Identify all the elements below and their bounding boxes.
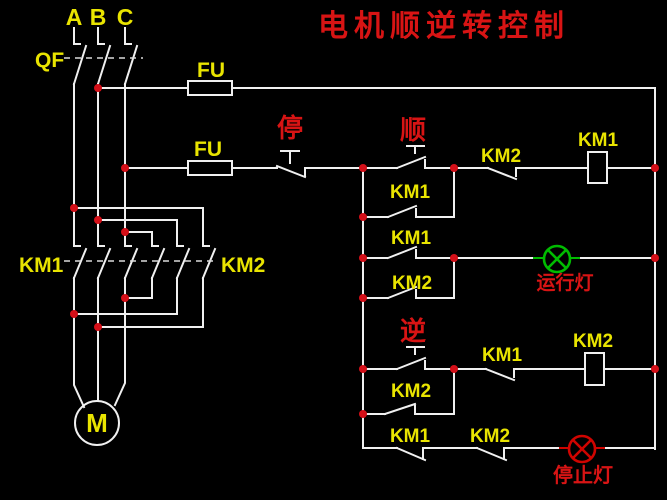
forward-button-label: 顺 <box>400 115 426 145</box>
run-lamp-cross <box>547 249 567 269</box>
stop-button-symbol <box>275 150 398 179</box>
stop-button-label: 停 <box>277 113 303 143</box>
forward-button-symbol <box>395 145 489 170</box>
km2-feed-crossover-wires <box>73 207 204 247</box>
run-lamp-km1-contact-label: KM1 <box>391 228 432 249</box>
km2-coil-label: KM2 <box>573 331 613 352</box>
km1-seal-label: KM1 <box>390 182 431 203</box>
stop-lamp-km2-contact-label: KM2 <box>470 426 510 447</box>
stop-lamp-symbol <box>559 434 605 464</box>
motor-symbol <box>74 400 120 446</box>
breaker-qf-label: QF <box>35 49 64 72</box>
km2-seal-contact <box>362 368 455 416</box>
run-lamp-km2-contact-label: KM2 <box>392 273 432 294</box>
km1-coil-label: KM1 <box>578 130 619 151</box>
km2-seal-label: KM2 <box>391 381 431 402</box>
junction-dots <box>70 84 659 418</box>
km2-coil-symbol <box>584 352 605 386</box>
run-lamp-symbol <box>533 244 580 274</box>
reverse-interlock-km1-label: KM1 <box>482 345 523 366</box>
control-circuit-wiring <box>275 145 656 462</box>
stop-lamp-circle <box>567 434 597 464</box>
fuse-main-wire <box>97 87 656 450</box>
phase-b-label: B <box>90 4 107 30</box>
breaker-qf-symbol <box>72 27 139 86</box>
labels: 电机顺逆转控制 A B C QF FU FU KM1 KM2 M 停 顺 逆 K… <box>19 4 618 487</box>
motor-lead-wires <box>73 277 204 409</box>
run-lamp-circle <box>542 244 572 274</box>
diagram-title: 电机顺逆转控制 <box>318 9 570 43</box>
reverse-button-label: 逆 <box>400 316 426 346</box>
km2-main-label: KM2 <box>221 254 265 277</box>
km1-main-label: KM1 <box>19 254 64 277</box>
fuse-main-symbol <box>187 80 233 96</box>
stop-lamp-cross <box>572 439 592 459</box>
fuse-main-label: FU <box>197 59 225 82</box>
km1-seal-contact <box>362 167 455 219</box>
km1-coil-symbol <box>587 151 608 184</box>
km2-runlamp-contact <box>362 257 455 300</box>
run-lamp-label: 运行灯 <box>536 271 593 294</box>
motor-label: M <box>86 408 108 438</box>
forward-interlock-km2-label: KM2 <box>481 146 521 167</box>
main-contact-poles <box>72 245 217 280</box>
stop-lamp-km1-contact-label: KM1 <box>390 426 431 447</box>
run-lamp-line <box>362 245 656 260</box>
phase-a-label: A <box>66 4 83 30</box>
stop-lamp-label: 停止灯 <box>553 463 613 487</box>
power-circuit-wiring <box>64 27 656 450</box>
phase-c-label: C <box>117 4 134 30</box>
stop-lamp-line <box>362 446 656 462</box>
fuse-control-symbol <box>187 160 233 176</box>
fuse-control-label: FU <box>194 138 222 161</box>
forward-interlock-and-coil-wire <box>486 166 656 181</box>
